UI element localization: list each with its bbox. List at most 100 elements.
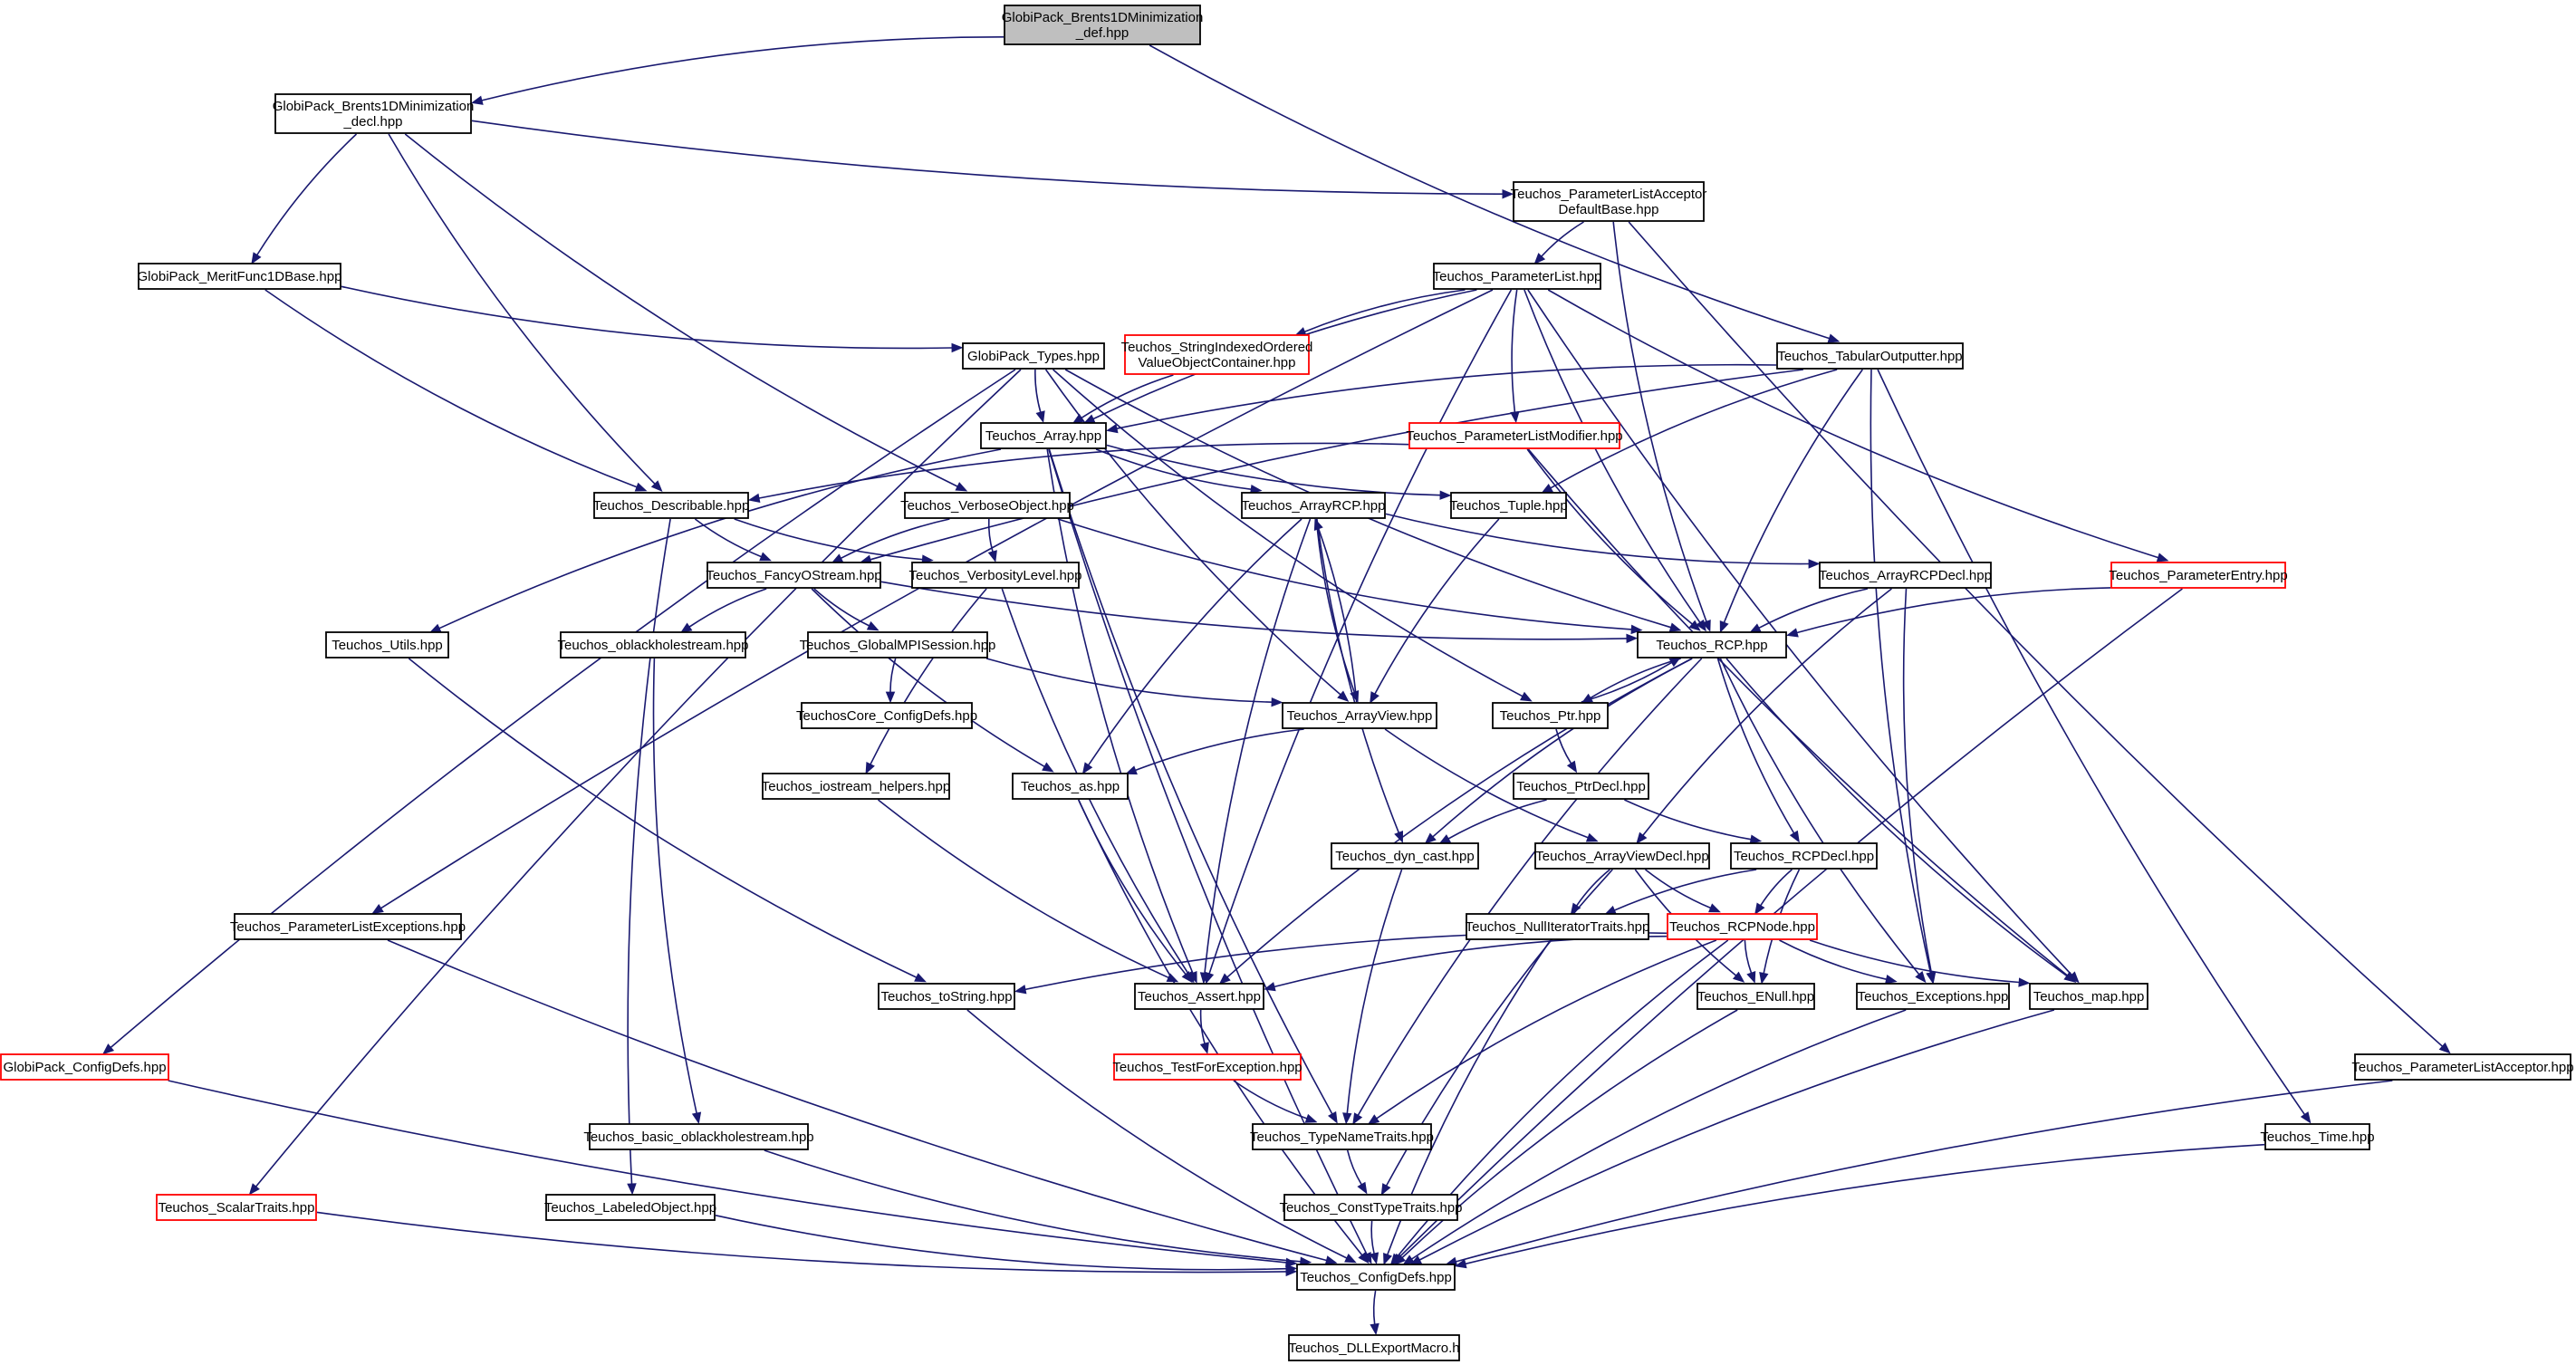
node-box: [1433, 263, 1601, 290]
edge-utils-to-toString: [408, 658, 928, 983]
node-dllExport[interactable]: Teuchos_DLLExportMacro.h: [1288, 1334, 1460, 1361]
node-layer: GlobiPack_Brents1DMinimization_def.hppGl…: [0, 5, 2574, 1361]
edge-line: [1758, 588, 1869, 630]
node-constType[interactable]: Teuchos_ConstTypeTraits.hpp: [1279, 1194, 1463, 1221]
node-label: Teuchos_ParameterListExceptions.hpp: [230, 919, 466, 935]
edge-line: [880, 581, 1628, 640]
node-enull[interactable]: Teuchos_ENull.hpp: [1697, 983, 1815, 1010]
edge-arrowhead: [1827, 333, 1841, 343]
node-label: Teuchos_RCPNode.hpp: [1669, 919, 1815, 935]
edge-line: [1628, 221, 2444, 1047]
node-box: [1513, 773, 1649, 800]
node-arrayRCPDecl[interactable]: Teuchos_ArrayRCPDecl.hpp: [1819, 562, 1992, 589]
edge-line: [256, 133, 358, 255]
node-typeName[interactable]: Teuchos_TypeNameTraits.hpp: [1250, 1123, 1434, 1150]
node-plAcceptor[interactable]: Teuchos_ParameterListAcceptor.hpp: [2351, 1053, 2574, 1081]
node-globiConfig[interactable]: GlobiPack_ConfigDefs.hpp: [0, 1053, 169, 1081]
node-box: [1730, 842, 1878, 870]
edge-line: [1357, 658, 1703, 1116]
edge-line: [1095, 448, 1252, 490]
edge-line: [1034, 369, 1042, 413]
node-label: Teuchos_Exceptions.hpp: [1858, 989, 2009, 1005]
edge-array-to-utils: [428, 448, 1002, 633]
node-box: [593, 492, 749, 519]
node-box: [1492, 702, 1609, 729]
node-plaDefault[interactable]: Teuchos_ParameterListAcceptorDefaultBase…: [1511, 181, 1707, 222]
edge-rcpDecl-to-rcpNode: [1754, 869, 1793, 916]
node-box: [962, 342, 1105, 370]
edge-arrowhead: [1081, 762, 1093, 774]
edge-line: [1149, 44, 1830, 340]
edge-rcpNode-to-map: [1809, 939, 2031, 987]
node-verboseObj[interactable]: Teuchos_VerboseObject.hpp: [900, 492, 1074, 519]
node-describable[interactable]: Teuchos_Describable.hpp: [593, 492, 750, 519]
node-verbLevel[interactable]: Teuchos_VerbosityLevel.hpp: [909, 562, 1082, 589]
edge-line: [1465, 1143, 2265, 1265]
node-box: [138, 263, 341, 290]
node-array[interactable]: Teuchos_Array.hpp: [980, 422, 1107, 449]
node-plExceptions[interactable]: Teuchos_ParameterListExceptions.hpp: [230, 913, 466, 940]
node-globalMPI[interactable]: Teuchos_GlobalMPISession.hpp: [800, 631, 996, 658]
edge-arrowhead: [1337, 690, 1350, 702]
node-fancyOS[interactable]: Teuchos_FancyOStream.hpp: [706, 562, 882, 589]
node-label: Teuchos_Utils.hpp: [332, 638, 443, 653]
edge-arrowhead: [1668, 622, 1682, 632]
node-coreConfig[interactable]: TeuchosCore_ConfigDefs.hpp: [796, 702, 977, 729]
node-configDefs[interactable]: Teuchos_ConfigDefs.hpp: [1296, 1264, 1456, 1291]
node-label: Teuchos_ScalarTraits.hpp: [159, 1200, 315, 1216]
edge-verboseObj-to-verbLevel: [987, 518, 997, 562]
edge-line: [1744, 939, 1753, 974]
node-time[interactable]: Teuchos_Time.hpp: [2260, 1123, 2375, 1150]
node-ptr[interactable]: Teuchos_Ptr.hpp: [1492, 702, 1609, 729]
node-as[interactable]: Teuchos_as.hpp: [1012, 773, 1129, 800]
node-basicOblack[interactable]: Teuchos_basic_oblackholestream.hpp: [583, 1123, 814, 1150]
node-label: Teuchos_GlobalMPISession.hpp: [800, 638, 996, 653]
node-strIndexed[interactable]: Teuchos_StringIndexedOrderedValueObjectC…: [1121, 334, 1313, 375]
node-paramList[interactable]: Teuchos_ParameterList.hpp: [1433, 263, 1602, 290]
node-brents_def[interactable]: GlobiPack_Brents1DMinimization_def.hpp: [1002, 5, 1204, 45]
node-globiTypes[interactable]: GlobiPack_Types.hpp: [962, 342, 1105, 370]
node-rcpDecl[interactable]: Teuchos_RCPDecl.hpp: [1730, 842, 1878, 870]
edge-line: [1233, 1080, 1308, 1120]
node-arrayView[interactable]: Teuchos_ArrayView.hpp: [1282, 702, 1437, 729]
edge-line: [1088, 518, 1302, 766]
node-rcpNode[interactable]: Teuchos_RCPNode.hpp: [1667, 913, 1818, 940]
node-meritFunc[interactable]: GlobiPack_MeritFunc1DBase.hpp: [138, 263, 342, 290]
node-map[interactable]: Teuchos_map.hpp: [2029, 983, 2148, 1010]
node-labeledObj[interactable]: Teuchos_LabeledObject.hpp: [544, 1194, 716, 1221]
node-utils[interactable]: Teuchos_Utils.hpp: [325, 631, 449, 658]
node-plModifier[interactable]: Teuchos_ParameterListModifier.hpp: [1406, 422, 1623, 449]
edge-brents_def-to-brents_decl: [470, 35, 1004, 105]
node-scalarTraits[interactable]: Teuchos_ScalarTraits.hpp: [156, 1194, 317, 1221]
node-ptrDecl[interactable]: Teuchos_PtrDecl.hpp: [1513, 773, 1649, 800]
node-rcp[interactable]: Teuchos_RCP.hpp: [1637, 631, 1787, 658]
node-label: Teuchos_ParameterList.hpp: [1433, 269, 1602, 284]
node-exceptions[interactable]: Teuchos_Exceptions.hpp: [1856, 983, 2010, 1010]
node-testForExc[interactable]: Teuchos_TestForException.hpp: [1112, 1053, 1302, 1081]
node-assert[interactable]: Teuchos_Assert.hpp: [1134, 983, 1264, 1010]
edge-arrowhead: [1082, 414, 1096, 424]
node-arrayRCP[interactable]: Teuchos_ArrayRCP.hpp: [1241, 492, 1386, 519]
node-toString[interactable]: Teuchos_toString.hpp: [878, 983, 1015, 1010]
node-box: [2264, 1123, 2370, 1150]
edge-arrowhead: [2300, 1111, 2312, 1124]
edge-arrowhead: [1285, 1264, 1298, 1274]
node-dynCast[interactable]: Teuchos_dyn_cast.hpp: [1331, 842, 1479, 870]
edge-line: [1581, 661, 1673, 703]
edge-arrowhead: [1424, 832, 1437, 844]
edge-arrowhead: [1915, 970, 1927, 984]
node-tuple[interactable]: Teuchos_Tuple.hpp: [1449, 492, 1568, 519]
node-tabular[interactable]: Teuchos_TabularOutputter.hpp: [1776, 342, 1964, 370]
node-oblackhole[interactable]: Teuchos_oblackholestream.hpp: [558, 631, 749, 658]
node-arrayViewDecl[interactable]: Teuchos_ArrayViewDecl.hpp: [1534, 842, 1710, 870]
edge-plExceptions-to-configDefs: [387, 939, 1338, 1265]
node-box: [904, 492, 1071, 519]
node-paramEntry[interactable]: Teuchos_ParameterEntry.hpp: [2109, 562, 2288, 589]
node-nullIter[interactable]: Teuchos_NullIteratorTraits.hpp: [1466, 913, 1650, 940]
node-brents_decl[interactable]: GlobiPack_Brents1DMinimization_decl.hpp: [273, 93, 475, 134]
edge-line: [1199, 1009, 1206, 1044]
node-iostreamH[interactable]: Teuchos_iostream_helpers.hpp: [762, 773, 950, 800]
edge-line: [985, 658, 1273, 703]
edge-meritFunc-to-globiTypes: [341, 285, 964, 353]
edge-oblackhole-to-basicOblack: [652, 658, 702, 1125]
